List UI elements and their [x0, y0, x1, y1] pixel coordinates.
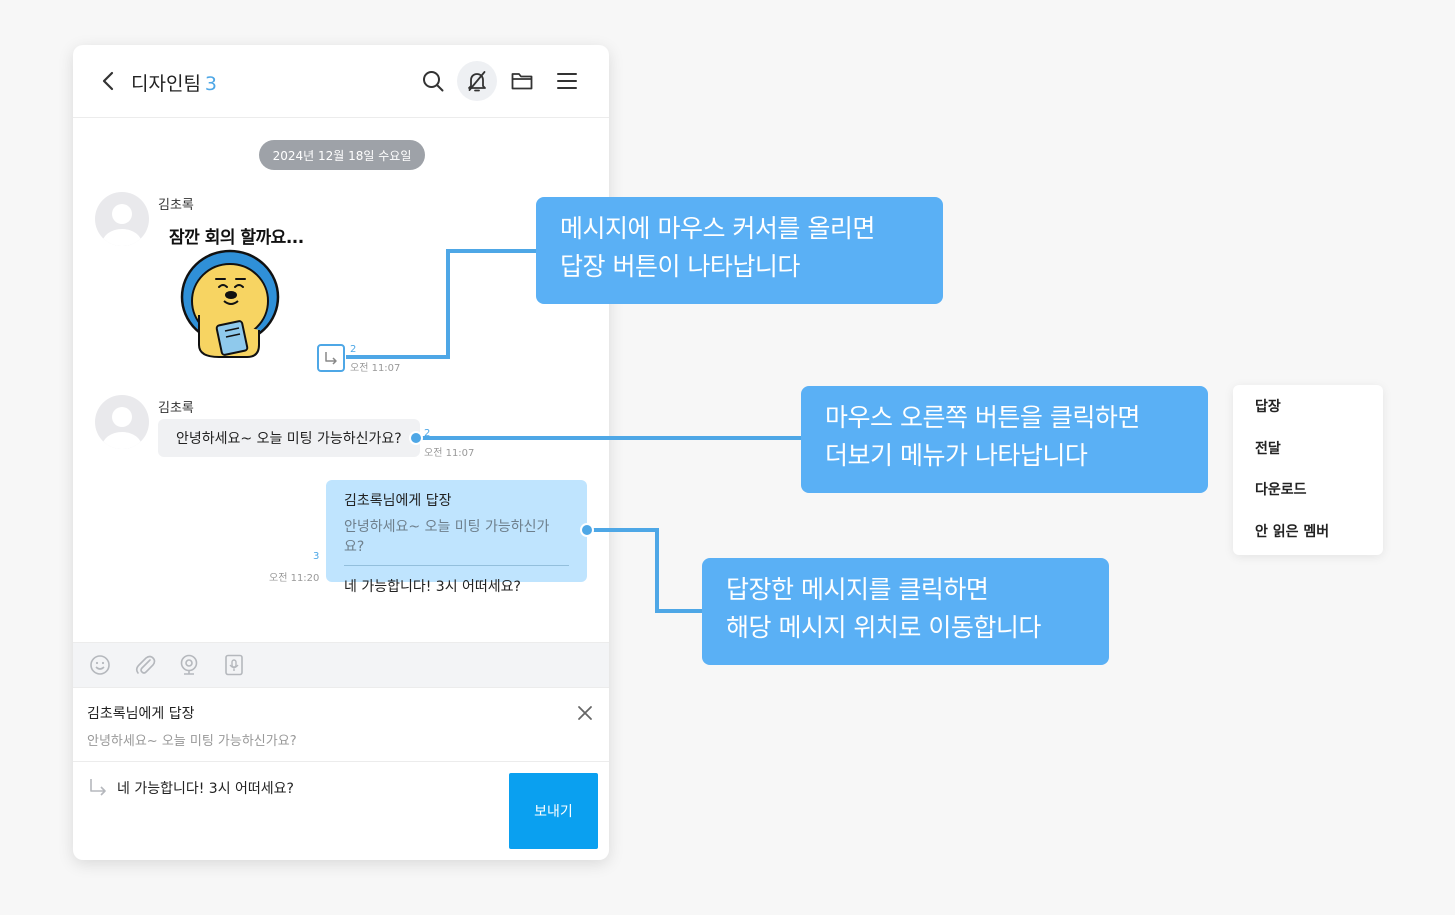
message-time: 오전 11:07 [424, 448, 475, 459]
menu-item-download[interactable]: 다운로드 [1255, 482, 1307, 498]
menu-icon [557, 73, 577, 89]
callout-line: 더보기 메뉴가 나타납니다 [825, 441, 1088, 470]
reply-arrow-icon [325, 352, 337, 365]
close-icon[interactable] [575, 703, 595, 723]
quoted-message[interactable]: 안녕하세요~ 오늘 미팅 가능하신가요? [344, 516, 569, 566]
reply-preview-quote: 안녕하세요~ 오늘 미팅 가능하신가요? [87, 734, 297, 749]
search-button[interactable] [413, 61, 453, 101]
notification-off-button[interactable] [457, 61, 497, 101]
message-bubble[interactable]: 안녕하세요~ 오늘 미팅 가능하신가요? [158, 419, 420, 457]
unread-count: 2 [424, 428, 431, 439]
reply-target-title: 김초록님에게 답장 [344, 493, 452, 509]
reply-text: 네 가능합니다! 3시 어떠세요? [344, 579, 521, 595]
callout-jump-to-message: 답장한 메시지를 클릭하면 해당 메시지 위치로 이동합니다 [702, 558, 1109, 665]
tiger-sticker-image[interactable] [179, 245, 289, 365]
reply-arrow-icon [87, 776, 109, 798]
message-time: 오전 11:07 [350, 363, 401, 374]
callout-line: 마우스 오른쪽 버튼을 클릭하면 [825, 403, 1140, 432]
send-button[interactable]: 보내기 [509, 773, 598, 849]
reply-button[interactable] [317, 344, 345, 372]
callout-line: 답장 버튼이 나타납니다 [560, 252, 800, 281]
input-toolbar [73, 642, 609, 688]
member-count: 3 [204, 73, 218, 95]
attachment-icon[interactable] [133, 653, 157, 677]
room-name: 디자인팀 [131, 73, 201, 95]
folder-icon [511, 73, 533, 90]
menu-button[interactable] [547, 61, 587, 101]
reply-preview-title: 김초록님에게 답장 [87, 706, 195, 722]
message-input-area: 보내기 [73, 762, 609, 860]
unread-count: 3 [313, 551, 320, 562]
back-arrow-icon[interactable] [97, 69, 121, 93]
context-menu: 답장 전달 다운로드 안 읽은 멤버 [1233, 385, 1383, 555]
voice-file-icon[interactable] [222, 653, 246, 677]
sticker-caption: 잠깐 회의 할까요... [169, 228, 304, 248]
files-button[interactable] [502, 61, 542, 101]
bell-off-icon [468, 71, 486, 92]
sender-name: 김초록 [158, 401, 194, 416]
avatar[interactable] [95, 192, 149, 246]
avatar[interactable] [95, 395, 149, 449]
menu-item-unread-members[interactable]: 안 읽은 멤버 [1255, 524, 1330, 540]
search-icon [423, 71, 444, 92]
callout-line: 메시지에 마우스 커서를 올리면 [560, 214, 875, 243]
date-divider: 2024년 12월 18일 수요일 [259, 140, 425, 170]
reply-preview-bar: 김초록님에게 답장 안녕하세요~ 오늘 미팅 가능하신가요? [73, 687, 609, 762]
emoji-icon[interactable] [88, 653, 112, 677]
menu-item-forward[interactable]: 전달 [1255, 441, 1281, 457]
callout-line: 답장한 메시지를 클릭하면 [726, 575, 989, 604]
callout-line: 해당 메시지 위치로 이동합니다 [726, 613, 1041, 642]
my-reply-bubble[interactable]: 김초록님에게 답장 안녕하세요~ 오늘 미팅 가능하신가요? 네 가능합니다! … [326, 480, 587, 595]
sender-name: 김초록 [158, 198, 194, 213]
callout-more-menu: 마우스 오른쪽 버튼을 클릭하면 더보기 메뉴가 나타납니다 [801, 386, 1208, 493]
message-time: 오전 11:20 [269, 573, 320, 584]
webcam-icon[interactable] [177, 653, 201, 677]
message-input[interactable] [117, 776, 497, 800]
callout-reply-button: 메시지에 마우스 커서를 올리면 답장 버튼이 나타납니다 [536, 197, 943, 304]
unread-count: 2 [350, 344, 357, 355]
menu-item-reply[interactable]: 답장 [1255, 399, 1281, 415]
